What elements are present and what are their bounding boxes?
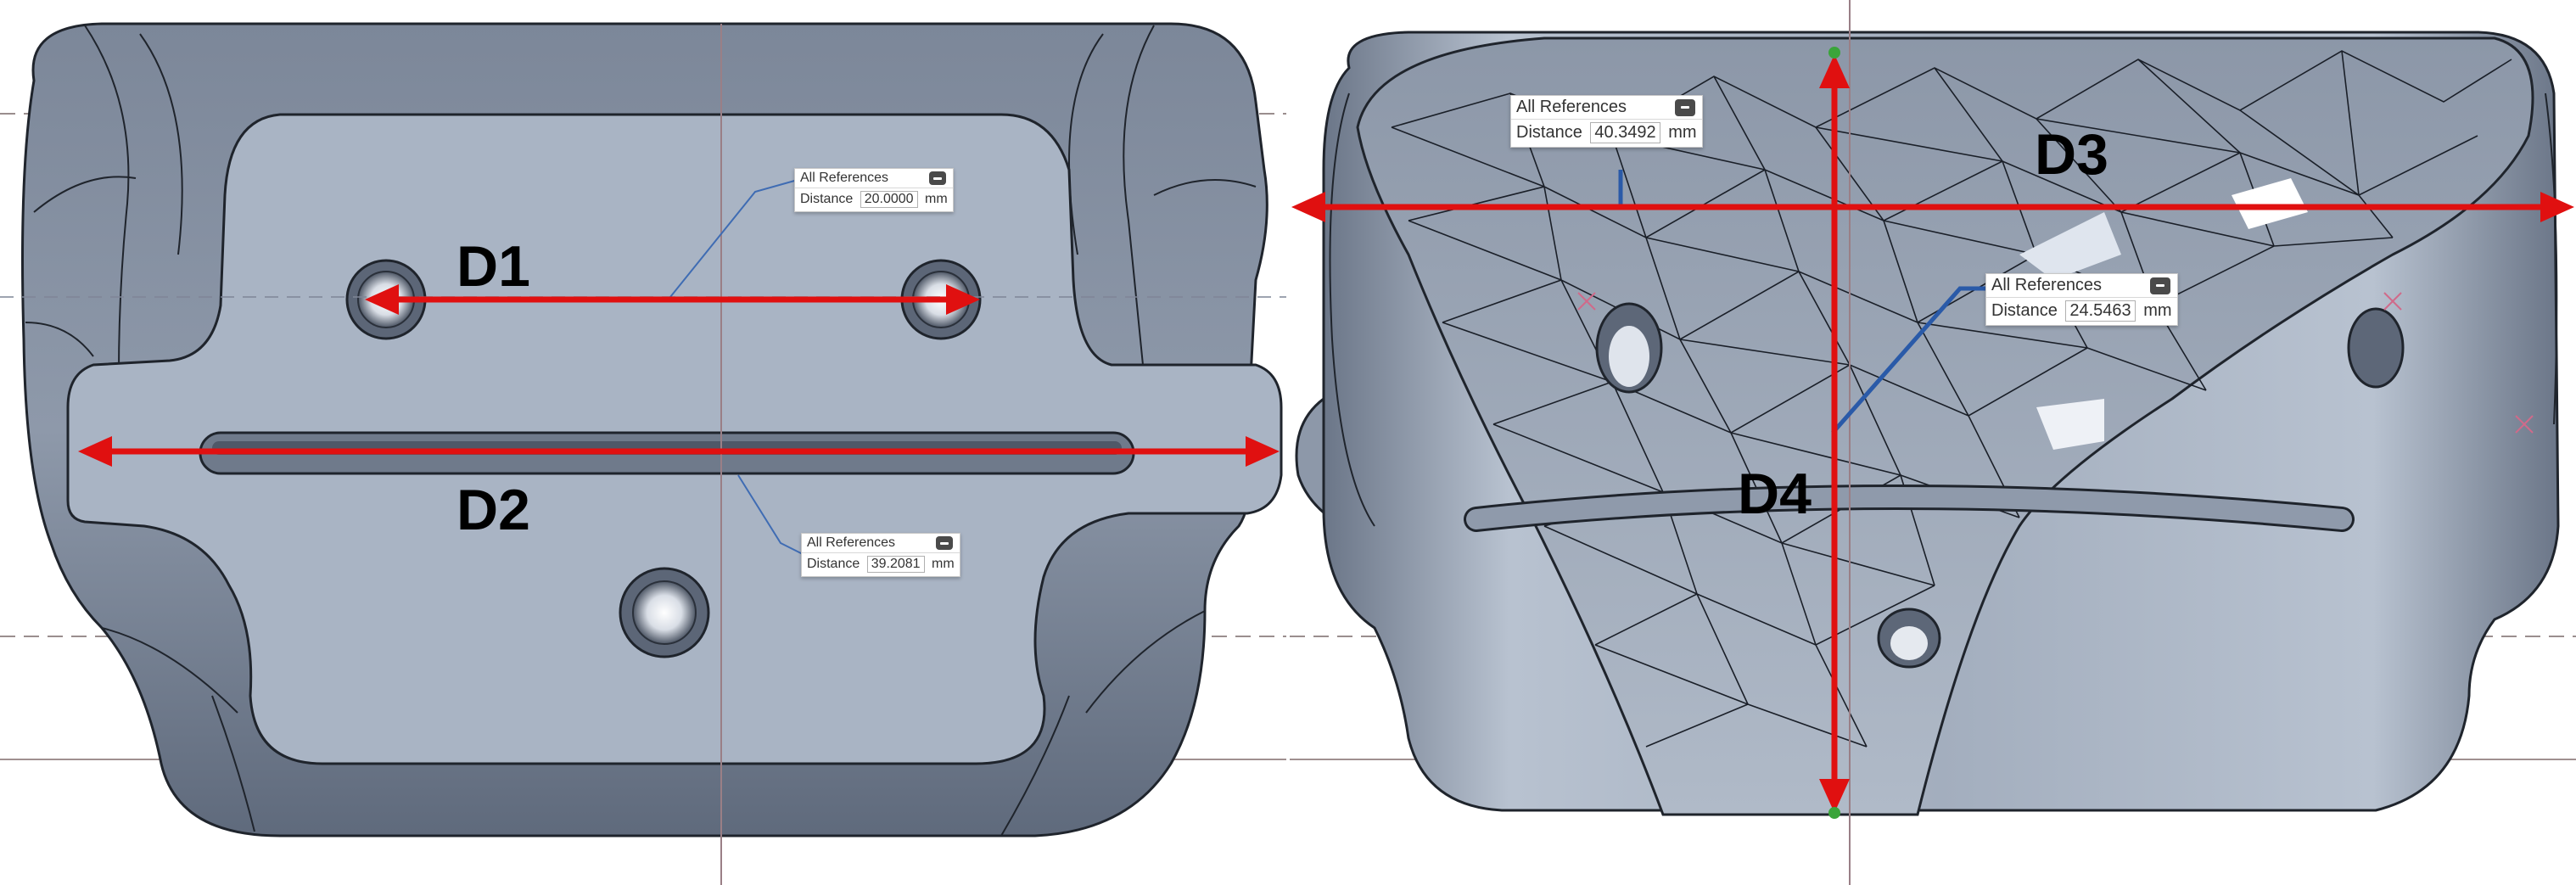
endpoint-marker	[1828, 47, 1840, 59]
dimension-label-d3: D3	[2035, 122, 2108, 187]
surface-edge	[1329, 92, 1375, 527]
arrow-head	[1819, 779, 1850, 813]
arrow-head	[2540, 192, 2574, 222]
arrow-head	[365, 284, 399, 315]
dimension-label-d1: D1	[456, 234, 530, 299]
right-part-render[interactable]	[1290, 0, 2576, 885]
measurement-value[interactable]: 24.5463	[2065, 300, 2136, 322]
measurement-row: Distance 24.5463 mm	[1986, 298, 2177, 325]
endpoint-marker	[1828, 807, 1840, 819]
dimension-label-d4: D4	[1738, 462, 1812, 526]
measurement-label: Distance	[1991, 301, 2058, 320]
arrow-head	[1246, 436, 1280, 467]
right-viewport[interactable]: D3 D4 All References Distance 40.3492 mm…	[1290, 0, 2576, 885]
curved-slot	[1466, 487, 2352, 529]
measurement-title: All References	[800, 171, 889, 185]
measurement-title: All References	[1516, 98, 1627, 116]
measurement-row: Distance 20.0000 mm	[795, 188, 953, 211]
measurement-value[interactable]: 39.2081	[866, 556, 925, 573]
arrow-head	[946, 284, 980, 315]
left-part-render[interactable]	[0, 0, 1286, 885]
measurement-unit: mm	[925, 192, 948, 206]
measurement-row: Distance 39.2081 mm	[802, 553, 960, 576]
measurement-header: All References	[795, 169, 953, 188]
measurement-header: All References	[1511, 96, 1702, 120]
measurement-header: All References	[802, 534, 960, 553]
mesh-highlight	[2019, 212, 2121, 280]
minus-icon[interactable]	[935, 536, 953, 550]
measurement-value[interactable]: 20.0000	[860, 191, 918, 208]
measurement-panel-d4[interactable]: All References Distance 24.5463 mm	[1985, 273, 2178, 326]
measurement-label: Distance	[1516, 123, 1582, 142]
minus-icon[interactable]	[2149, 277, 2170, 294]
leader-line	[1831, 286, 1985, 434]
measurement-panel-d1[interactable]: All References Distance 20.0000 mm	[794, 168, 954, 212]
surface-edge	[2545, 92, 2558, 425]
leader-line	[669, 179, 798, 298]
cavity-hole	[2347, 307, 2405, 389]
measurement-header: All References	[1986, 274, 2177, 298]
dimension-label-d2: D2	[456, 478, 530, 542]
arrow-head	[1291, 192, 1325, 222]
measurement-panel-d3[interactable]: All References Distance 40.3492 mm	[1510, 95, 1703, 148]
leader-line	[737, 474, 807, 557]
reference-marks	[1577, 292, 2534, 434]
measurement-unit: mm	[932, 557, 955, 571]
minus-icon[interactable]	[1674, 98, 1695, 116]
measurement-row: Distance 40.3492 mm	[1511, 120, 1702, 147]
arrow-head	[78, 436, 112, 467]
dimension-arrows	[78, 284, 1280, 467]
mesh-highlight	[2232, 178, 2308, 229]
minus-icon[interactable]	[928, 171, 946, 185]
mesh-highlight	[2036, 399, 2104, 450]
measurement-title: All References	[1991, 276, 2103, 294]
measurement-unit: mm	[1668, 123, 1697, 142]
mesh-triangles	[1391, 50, 2512, 748]
cavity-hole-inner	[1609, 326, 1649, 387]
left-viewport[interactable]: D1 D2 All References Distance 20.0000 mm…	[0, 0, 1286, 885]
measurement-panel-d2[interactable]: All References Distance 39.2081 mm	[801, 533, 960, 577]
measurement-value[interactable]: 40.3492	[1590, 122, 1660, 143]
dimension-arrows	[1291, 54, 2574, 813]
arrow-head	[1819, 54, 1850, 88]
measurement-title: All References	[807, 535, 896, 550]
cavity-hole-inner	[1890, 626, 1928, 660]
measurement-label: Distance	[800, 192, 854, 206]
measurement-label: Distance	[807, 557, 860, 571]
measurement-unit: mm	[2143, 301, 2172, 320]
